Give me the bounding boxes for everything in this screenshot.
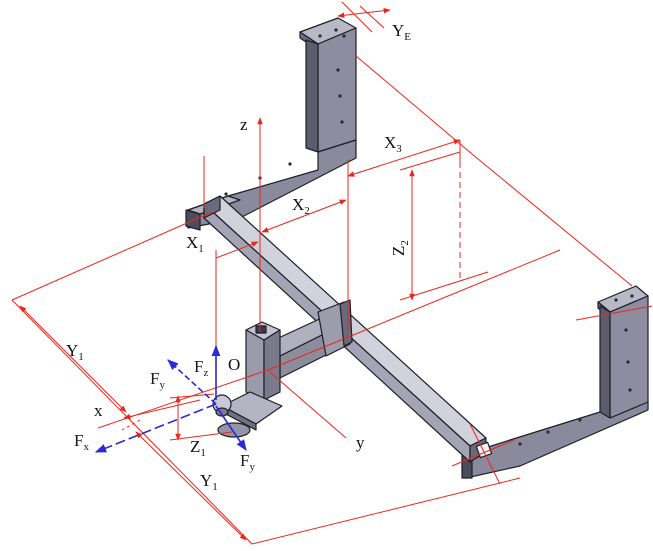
x3-dimension xyxy=(347,139,461,177)
force-fx-arrow xyxy=(94,403,217,453)
labels: YE X3 z X2 Z2 X1 Y1 Fy Fz O x Fx Z1 Fy y… xyxy=(66,21,411,493)
label-fy-lower: Fy xyxy=(240,451,255,473)
label-fy-upper: Fy xyxy=(150,369,165,391)
label-origin-o: O xyxy=(228,355,240,374)
bracket-bolt-holes xyxy=(224,28,634,446)
y-axis-line xyxy=(269,371,347,439)
label-ye: YE xyxy=(392,21,411,43)
tow-ball-mount xyxy=(212,321,283,438)
label-x: x xyxy=(94,401,103,420)
x1-dimension xyxy=(215,241,259,259)
y1-dimension-upper xyxy=(11,299,131,421)
right-side-bracket xyxy=(461,285,649,479)
force-vectors xyxy=(94,344,247,453)
force-fy-arrow-dashed xyxy=(167,359,217,405)
label-z1: Z1 xyxy=(190,437,206,459)
label-fx: Fx xyxy=(74,431,89,453)
label-y1-lower: Y1 xyxy=(200,471,218,493)
label-fz: Fz xyxy=(194,357,208,379)
dimension-lines xyxy=(11,1,653,545)
label-z: z xyxy=(240,115,248,134)
force-fy-arrow xyxy=(215,405,247,451)
label-x2: X2 xyxy=(292,195,310,217)
label-z2: Z2 xyxy=(389,240,411,256)
x2-dimension xyxy=(261,199,347,233)
label-y: y xyxy=(356,433,365,452)
label-y1-upper: Y1 xyxy=(66,341,84,363)
left-side-bracket xyxy=(185,17,357,231)
label-x3: X3 xyxy=(384,133,402,155)
label-x1: X1 xyxy=(186,233,204,255)
